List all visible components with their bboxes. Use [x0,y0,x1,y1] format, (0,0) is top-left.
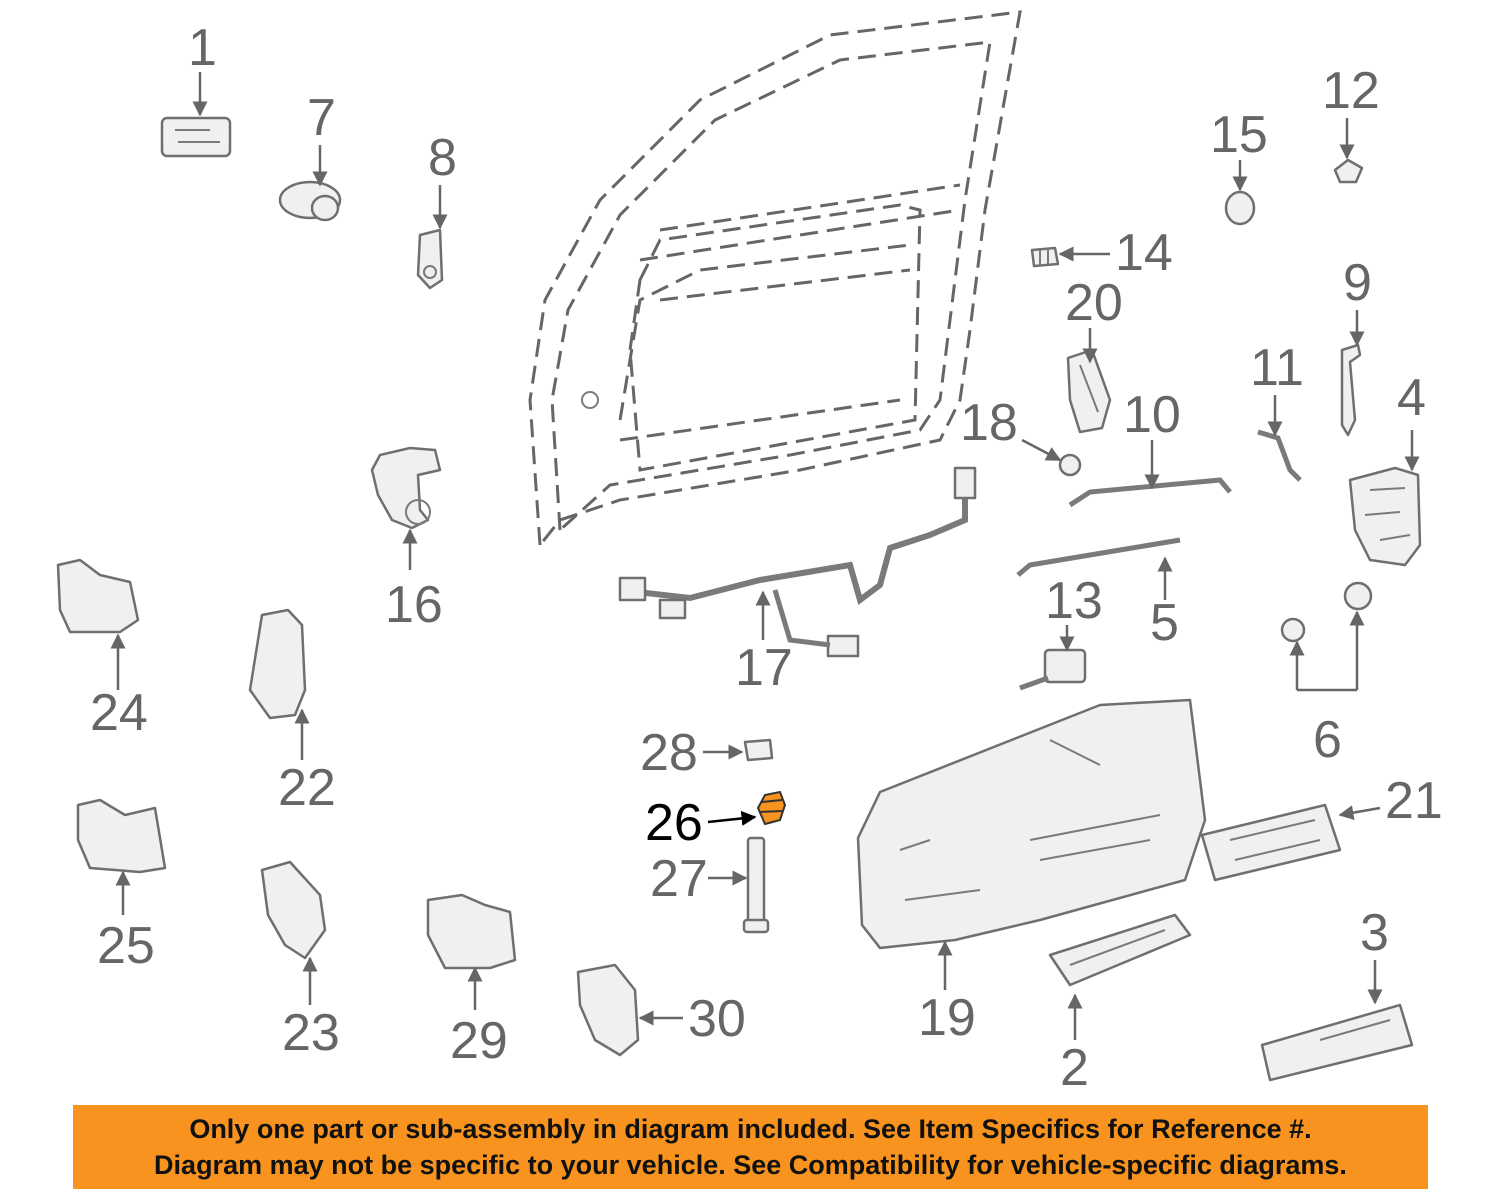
callout-23: 23 [282,1004,340,1062]
callout-16: 16 [385,576,443,634]
part-4 [1348,466,1422,567]
part-18 [1058,453,1082,477]
callout-12: 12 [1322,62,1380,120]
callout-20: 20 [1065,274,1123,332]
callout-30: 30 [688,990,746,1048]
callout-7: 7 [307,89,336,147]
callout-5: 5 [1150,594,1179,652]
callout-1: 1 [188,19,217,77]
part-20 [1066,348,1112,434]
part-26 [756,790,787,826]
part-29 [426,893,517,970]
callout-11: 11 [1250,339,1304,397]
callout-25: 25 [97,917,155,975]
part-24 [56,558,140,634]
part-19 [856,698,1207,950]
disclaimer-line-2: Diagram may not be specific to your vehi… [154,1150,1347,1180]
disclaimer-banner: Only one part or sub-assembly in diagram… [73,1105,1428,1189]
callout-29: 29 [450,1012,508,1070]
part-7 [278,180,342,222]
callout-10: 10 [1123,386,1181,444]
callout-9: 9 [1343,254,1372,312]
part-6 [1280,581,1373,692]
part-13 [1019,648,1087,691]
part-12 [1333,158,1364,184]
part-28 [743,738,774,762]
part-22 [248,608,307,720]
callout-28: 28 [640,724,698,782]
callout-14: 14 [1115,224,1173,282]
callout-8: 8 [428,129,457,187]
callout-15: 15 [1210,106,1268,164]
part-10 [1068,477,1232,508]
part-30 [576,963,640,1057]
callout-22: 22 [278,759,336,817]
part-16 [370,446,442,530]
callout-17: 17 [735,639,793,697]
callout-24: 24 [90,684,148,742]
callout-27: 27 [650,850,708,908]
callout-2: 2 [1060,1039,1089,1097]
callout-18: 18 [960,394,1018,452]
callout-4: 4 [1397,369,1426,427]
part-15 [1224,190,1256,226]
leader-lines [110,72,1420,1040]
part-1 [160,116,232,158]
part-14 [1030,246,1060,268]
part-23 [260,860,327,960]
part-17 [618,466,977,658]
disclaimer-line-1: Only one part or sub-assembly in diagram… [189,1114,1312,1144]
door-outline [528,10,1022,549]
callout-6: 6 [1313,711,1342,769]
part-27 [742,836,770,934]
part-5 [1016,537,1181,577]
callout-labels: 1 2 3 4 5 6 7 8 9 10 11 12 13 14 15 16 1… [90,19,1443,1097]
part-25 [76,798,167,874]
part-3 [1260,1003,1414,1082]
callout-21: 21 [1385,772,1443,830]
part-2 [1048,913,1192,987]
part-21 [1200,803,1342,882]
callout-26: 26 [645,794,703,852]
part-11 [1257,429,1302,482]
callout-19: 19 [918,989,976,1047]
part-8 [416,228,444,290]
callout-3: 3 [1360,904,1389,962]
part-9 [1340,343,1362,437]
callout-13: 13 [1045,572,1103,630]
